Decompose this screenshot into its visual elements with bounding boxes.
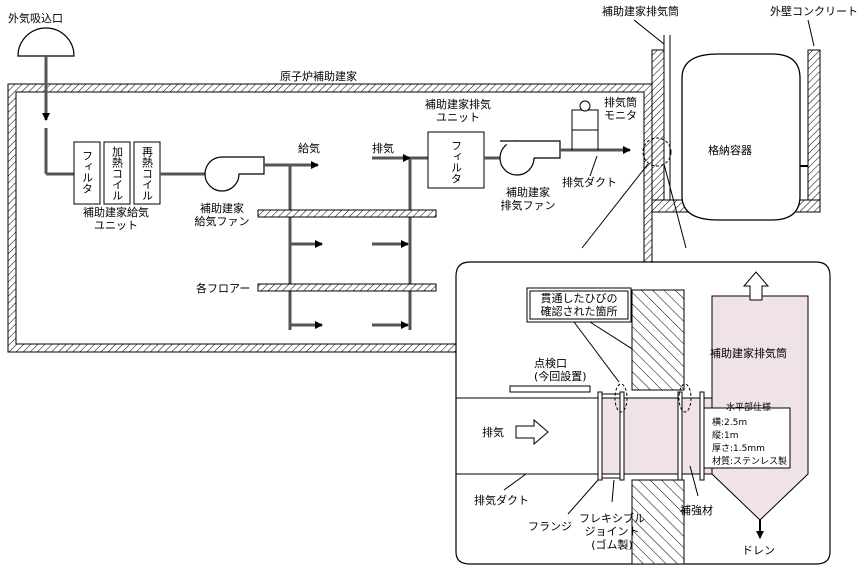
building-label: 原子炉補助建家 — [280, 69, 357, 83]
supply-exhaust-ductwork — [288, 154, 428, 330]
supply-unit-label: 補助建家給気ユニット — [83, 205, 149, 232]
exhaust-in-label: 排気 — [482, 425, 504, 439]
spec-title: 水平部仕様 — [726, 401, 771, 413]
outside-intake — [17, 27, 75, 176]
filter-supply-label: フィルタ — [81, 150, 94, 194]
inspection-port-label: 点検口(今回設置) — [534, 356, 587, 383]
exhaust-duct-detail-label: 排気ダクト — [474, 493, 529, 507]
spec-line-3: 厚さ:1.5mm — [712, 443, 765, 454]
drain-label: ドレン — [742, 544, 775, 557]
crack-callout-label: 貫通したひびの確認された箇所 — [541, 292, 618, 318]
flange-label: フランジ — [528, 520, 572, 533]
stack-monitor — [571, 100, 599, 150]
supply-fan — [204, 156, 290, 192]
detail-duct — [456, 383, 713, 481]
containment-vessel — [681, 53, 808, 221]
spec-line-1: 横:2.5m — [712, 416, 747, 428]
supply-fan-label: 補助建家給気ファン — [195, 201, 250, 228]
detail-marker — [642, 137, 672, 167]
reheat-coil-label: 再熱コイル — [141, 146, 154, 201]
spec-line-4: 材質:ステンレス製 — [712, 455, 787, 467]
exhaust-fan — [499, 140, 631, 176]
exhaust-in-arrow — [515, 418, 549, 446]
exhaust-unit — [427, 131, 500, 189]
crack-callout — [526, 287, 632, 323]
supply-unit — [73, 141, 205, 205]
exhaust-fan-label: 補助建家排気ファン — [501, 185, 556, 212]
supply-air-label: 給気 — [298, 141, 320, 155]
reinforcement-label: 補強材 — [680, 503, 713, 517]
detail-wall — [631, 289, 685, 565]
floor-slabs — [257, 209, 437, 292]
containment-label: 格納容器 — [708, 143, 752, 157]
exhaust-unit-label: 補助建家排気ユニット — [425, 97, 491, 124]
exhaust-duct-top-label: 排気ダクト — [562, 175, 617, 189]
spec-line-2: 縦:1m — [712, 429, 739, 441]
heating-coil-label: 加熱コイル — [111, 146, 124, 201]
spec-box — [703, 407, 791, 469]
stack-detail-label: 補助建家排気筒 — [710, 346, 787, 360]
outer-wall-label: 外壁コンクリート — [770, 4, 858, 18]
stack-monitor-label: 排気筒モニタ — [604, 95, 637, 122]
stack-top-label: 補助建家排気筒 — [602, 4, 679, 18]
filter-exhaust-label: フィルタ — [450, 140, 463, 184]
exhaust-air-label: 排気 — [372, 141, 394, 155]
outside-intake-label: 外気吸込口 — [8, 11, 63, 25]
floors-label: 各フロアー — [196, 281, 250, 295]
flex-joint-label: フレキシブルジョイント(ゴム製) — [579, 511, 645, 551]
